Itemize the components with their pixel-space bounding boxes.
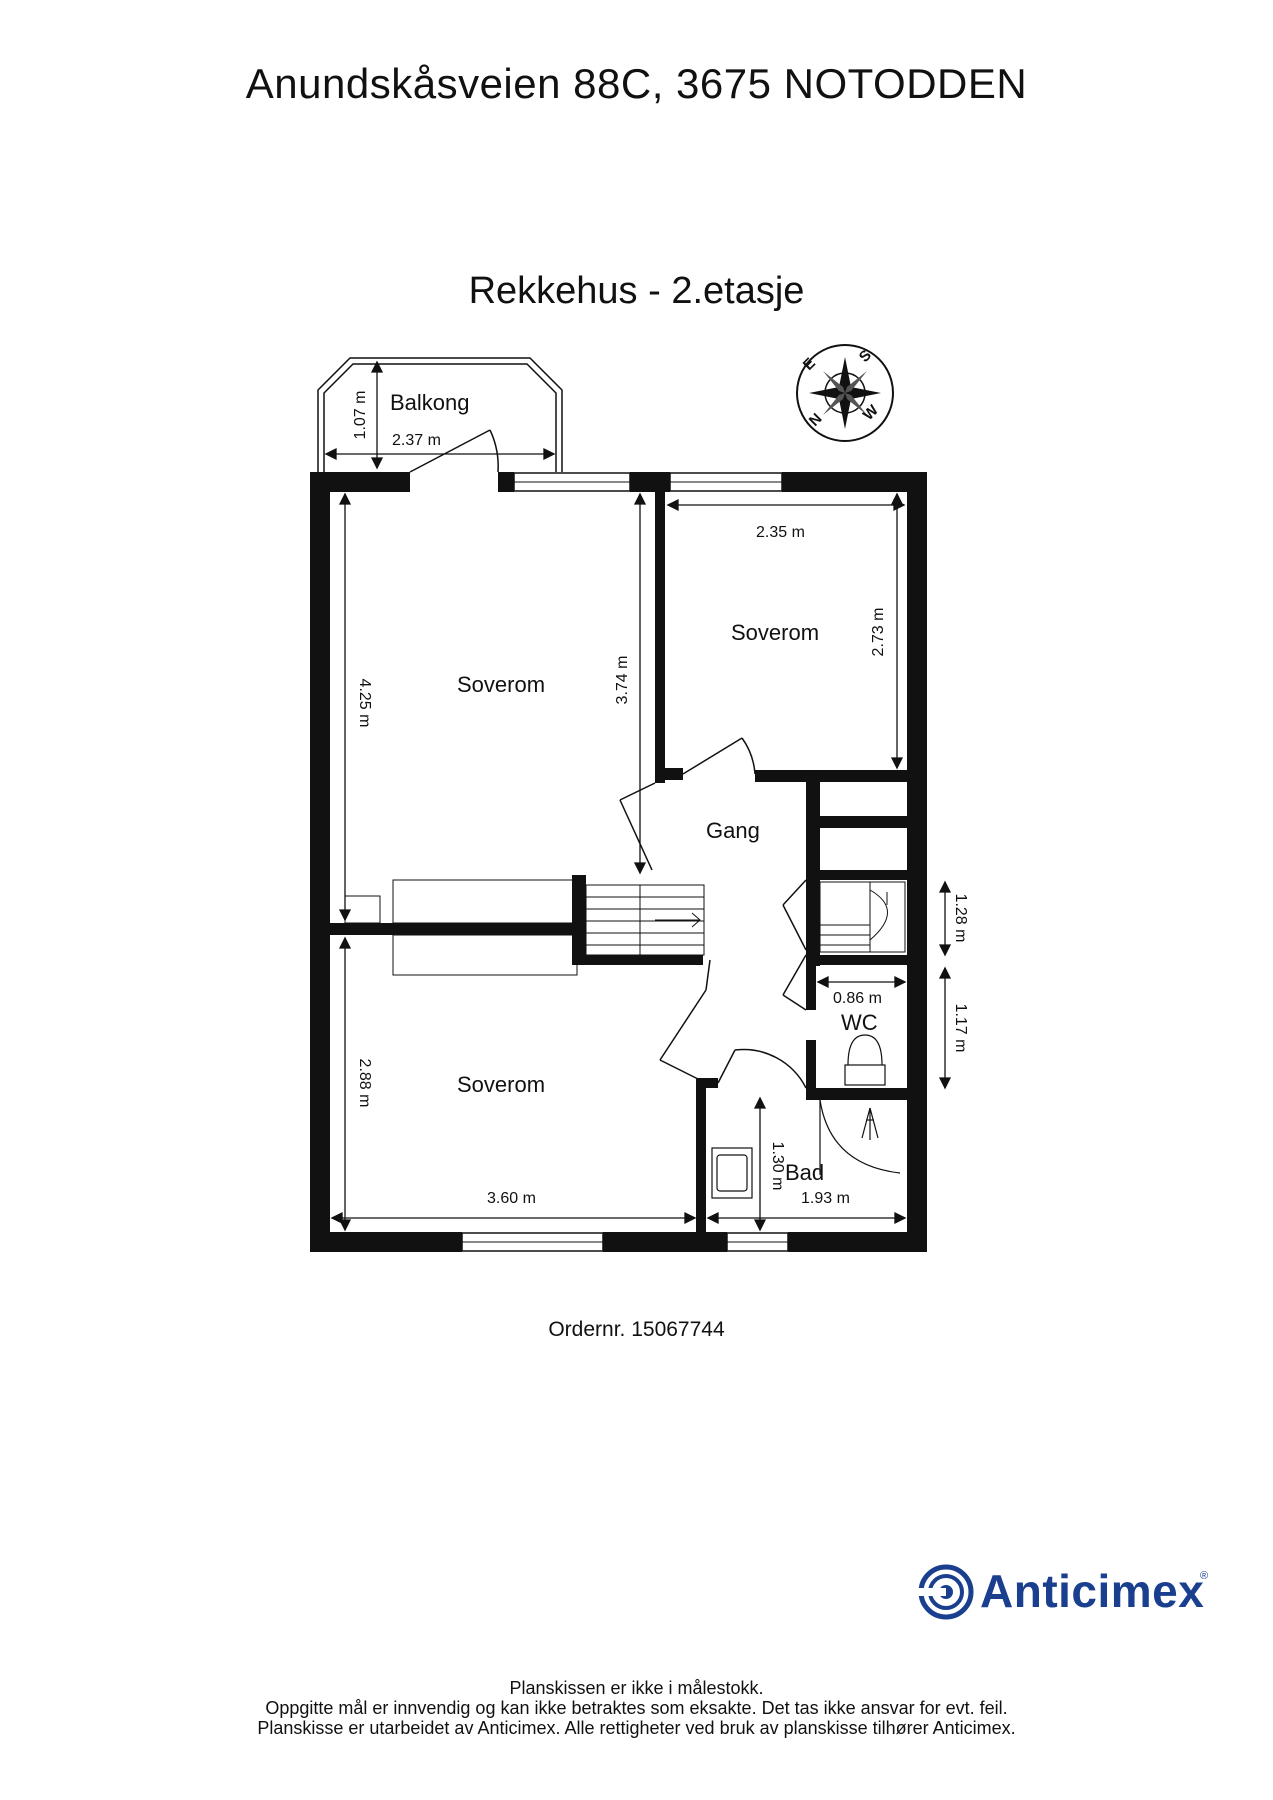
sink-fixture <box>711 1147 753 1199</box>
brand-logo: Anticimex ® <box>918 1562 1228 1622</box>
spiral-stair <box>819 881 906 953</box>
balcony-outline <box>317 357 563 472</box>
dim-balkong-width: 2.37 m <box>392 432 441 449</box>
room-label-soverom-main: Soverom <box>457 672 545 697</box>
dim-soverom-main-depth: 4.25 m <box>356 679 373 728</box>
doors <box>619 737 807 1089</box>
balcony-door <box>409 429 499 473</box>
dim-balkong-depth: 1.07 m <box>352 391 369 440</box>
dim-bad-width: 1.93 m <box>801 1190 850 1207</box>
room-label-gang: Gang <box>706 818 760 843</box>
disclaimer: Planskissen er ikke i målestokk. Oppgitt… <box>0 1678 1273 1738</box>
room-label-wc: WC <box>841 1010 878 1035</box>
room-label-soverom-bottom: Soverom <box>457 1072 545 1097</box>
room-label-soverom-right: Soverom <box>731 620 819 645</box>
room-label-balkong: Balkong <box>390 390 470 415</box>
brand-name: Anticimex <box>980 1565 1205 1617</box>
dim-stair-height: 1.28 m <box>952 894 969 943</box>
brand-registered-mark: ® <box>1200 1570 1209 1582</box>
order-number: Ordernr. 15067744 <box>548 1318 725 1341</box>
dim-soverom-right-depth: 2.73 m <box>870 608 887 657</box>
dim-wc-depth: 1.17 m <box>952 1004 969 1053</box>
dim-wc-width: 0.86 m <box>833 990 882 1007</box>
room-label-bad: Bad <box>785 1160 824 1185</box>
shower-fixture <box>819 1099 901 1175</box>
dim-bad-depth: 1.30 m <box>769 1142 786 1191</box>
toilet-fixture <box>844 1034 886 1086</box>
dim-soverom-bottom-depth: 2.88 m <box>356 1059 373 1108</box>
compass-w: W <box>860 401 883 424</box>
dimension-lines <box>324 360 952 1232</box>
floor-title: Rekkehus - 2.etasje <box>468 270 805 312</box>
compass-n: N <box>806 410 826 430</box>
disclaimer-line: Planskisse er utarbeidet av Anticimex. A… <box>257 1718 1016 1738</box>
compass-s: S <box>856 347 875 366</box>
compass-icon: N E S W <box>796 344 894 442</box>
staircase <box>585 884 705 956</box>
anticimex-logo-icon <box>918 1564 974 1620</box>
disclaimer-line: Planskissen er ikke i målestokk. <box>509 1678 764 1698</box>
walls <box>310 472 927 1252</box>
dim-soverom-bottom-width: 3.60 m <box>487 1190 536 1207</box>
page-title: Anundskåsveien 88C, 3675 NOTODDEN <box>245 60 1028 107</box>
dim-soverom-right-width: 2.35 m <box>756 524 805 541</box>
windows <box>461 472 789 1252</box>
disclaimer-line: Oppgitte mål er innvendig og kan ikke be… <box>265 1698 1008 1718</box>
dim-soverom-main-inner: 3.74 m <box>614 656 631 705</box>
